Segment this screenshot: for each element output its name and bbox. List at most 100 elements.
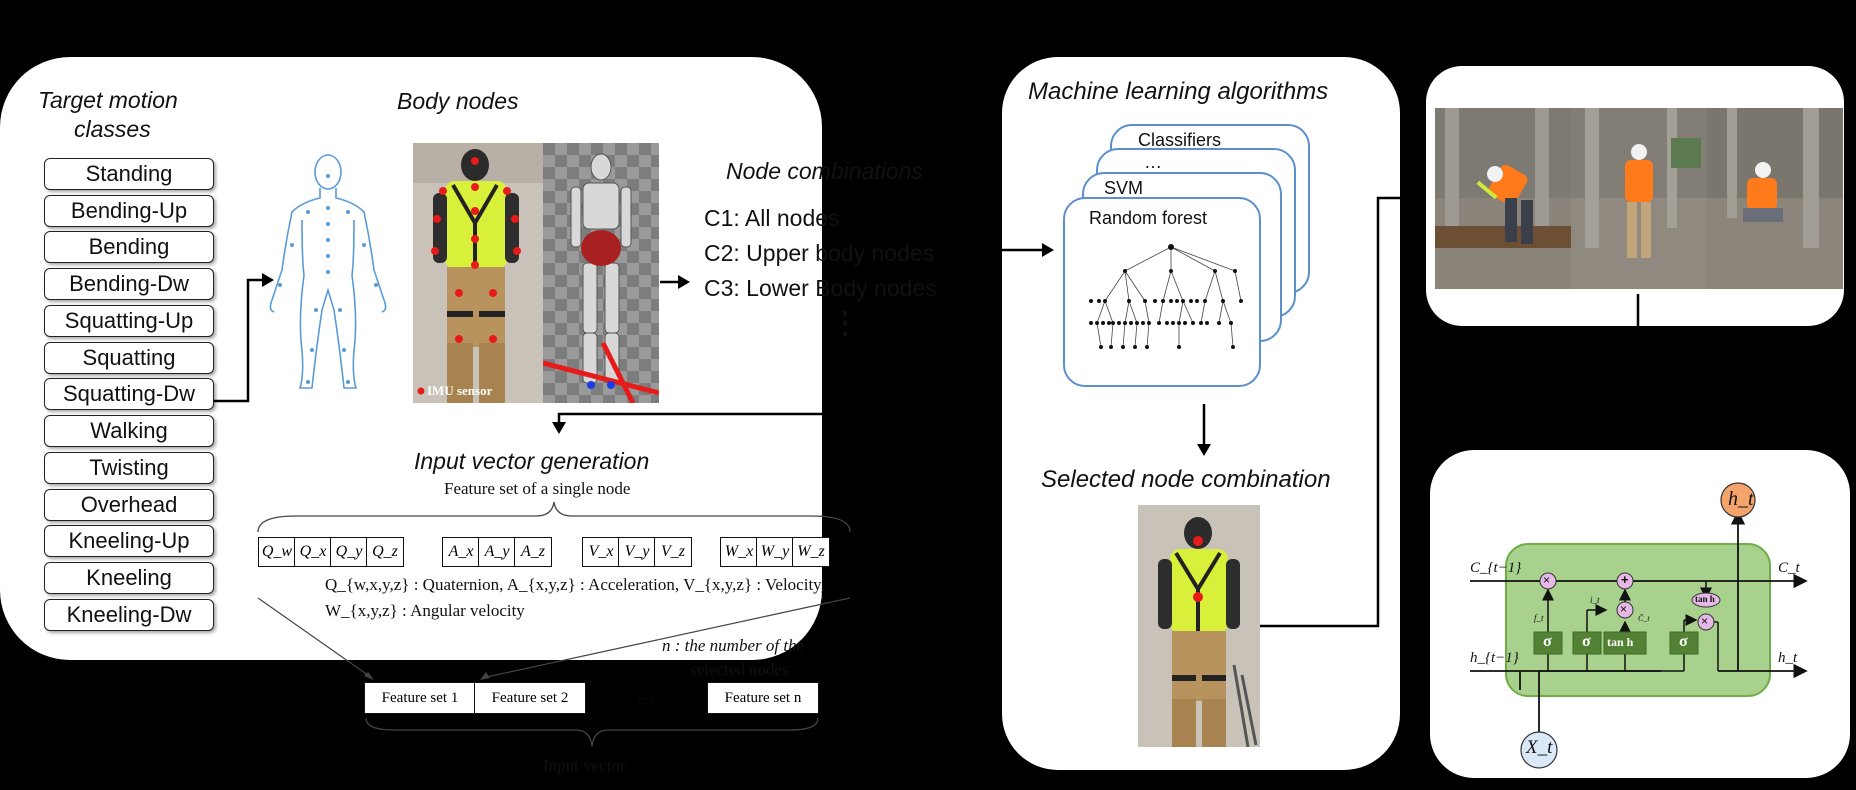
class-item: Walking — [44, 415, 214, 447]
feature-cell-az: A_z — [514, 537, 552, 567]
feature-label: Q_w — [261, 543, 293, 560]
ml-card-label: … — [1144, 152, 1162, 172]
funnel-lines — [257, 597, 851, 680]
class-item: Bending — [44, 231, 214, 263]
arrow-combinations-to-ml — [998, 243, 1054, 257]
feature-legend-line1: Q_{w,x,y,z} : Quaternion, A_{x,y,z} : Ac… — [325, 575, 825, 594]
connector-selected-to-photos — [1260, 196, 1410, 628]
feature-cell-qy: Q_y — [330, 537, 368, 567]
class-item: Bending-Up — [44, 195, 214, 227]
body-nodes-title: Body nodes — [397, 88, 519, 114]
ml-card-label: Random forest — [1089, 208, 1208, 228]
feature-label: Q_z — [372, 543, 398, 560]
feature-set-label: Feature set n — [724, 689, 802, 706]
combination-c3: C3: Lower Body nodes — [704, 275, 937, 301]
human-outline-figure — [269, 154, 387, 389]
lstm-gate-input: σ — [1582, 633, 1591, 650]
arrow-classes-to-figure — [214, 273, 274, 403]
feature-label: W_y — [760, 543, 790, 560]
lstm-c-prev: C_{t−1} — [1470, 560, 1522, 576]
lstm-f-t: f_t — [1534, 613, 1544, 623]
feature-cell-qw: Q_w — [258, 537, 296, 567]
feature-cell-vx: V_x — [582, 537, 620, 567]
target-classes-title-2: classes — [74, 116, 151, 143]
feature-set-ellipsis: … — [637, 684, 655, 704]
connector-input-to-ml — [852, 618, 1002, 622]
class-item: Twisting — [44, 452, 214, 484]
feature-cell-qz: Q_z — [366, 537, 404, 567]
feature-cell-wz: W_z — [792, 537, 830, 567]
input-vector-title: Input vector generation — [414, 448, 650, 474]
feature-cell-vz: V_z — [654, 537, 692, 567]
selected-combination-title: Selected node combination — [1041, 466, 1331, 493]
selected-worker-photo — [1138, 505, 1260, 747]
imu-worker-photo: IMU sensor — [413, 143, 543, 403]
imu-sensor-legend: IMU sensor — [427, 383, 493, 398]
lstm-op-multiply-input: × — [1620, 602, 1628, 616]
feature-set-n: Feature set n — [707, 682, 819, 714]
feature-cell-vy: V_y — [618, 537, 656, 567]
input-vector-label: Input vector — [543, 756, 626, 775]
target-classes-title-line1: Target motion — [38, 87, 178, 113]
lstm-tanh-op: tan h — [1695, 594, 1715, 604]
feature-legend-line2: W_{x,y,z} : Angular velocity — [325, 601, 525, 620]
feature-cell-ay: A_y — [478, 537, 516, 567]
ml-card-label: SVM — [1104, 178, 1144, 198]
feature-cell-wy: W_y — [756, 537, 794, 567]
combination-c1: C1: All nodes — [704, 205, 840, 231]
class-item: Squatting-Dw — [44, 378, 214, 410]
avatar-render — [543, 143, 659, 403]
lstm-op-multiply-forget: × — [1543, 573, 1551, 587]
lstm-op-multiply-output: × — [1701, 614, 1709, 628]
site-photo-squatting — [1707, 108, 1843, 289]
feature-cell-wx: W_x — [720, 537, 758, 567]
feature-set-label: Feature set 1 — [381, 689, 459, 706]
lstm-c-tilde: C̃_t — [1638, 614, 1650, 623]
node-combinations-title: Node combinations — [726, 158, 923, 184]
feature-cell-qx: Q_x — [294, 537, 332, 567]
class-item: Bending-Dw — [44, 268, 214, 300]
feature-label: W_x — [724, 543, 754, 560]
feature-label: V_y — [624, 543, 650, 560]
feature-brace-top — [257, 501, 851, 533]
feature-set-label: Feature set 2 — [491, 689, 569, 706]
arrow-combinations-to-input — [552, 368, 843, 434]
feature-label: Q_y — [335, 543, 363, 560]
feature-label: V_z — [661, 543, 685, 560]
feature-set-1: Feature set 1 — [364, 682, 476, 714]
lstm-gate-candidate: tan h — [1607, 635, 1634, 649]
feature-label: A_x — [448, 543, 474, 560]
class-item: Kneeling-Dw — [44, 599, 214, 631]
lstm-h-prev: h_{t−1} — [1470, 650, 1519, 666]
lstm-op-add: + — [1621, 572, 1629, 587]
arrow-photo-to-combinations — [660, 275, 690, 289]
class-item: Overhead — [44, 489, 214, 521]
class-item: Standing — [44, 158, 214, 190]
lstm-h-t-out: h_t — [1778, 650, 1798, 666]
lstm-cell-diagram — [1470, 482, 1808, 769]
lstm-i-t: i_t — [1590, 595, 1600, 605]
lstm-x-t: X_t — [1526, 737, 1553, 758]
class-item: Kneeling-Up — [44, 525, 214, 557]
feature-label: A_y — [484, 543, 510, 560]
feature-label: W_z — [797, 543, 825, 560]
site-photo-standing — [1571, 108, 1707, 289]
combination-c2: C2: Upper body nodes — [704, 240, 935, 266]
lstm-gate-output: σ — [1679, 633, 1688, 650]
feature-label: V_x — [588, 543, 614, 560]
ml-card-random-forest: Random forest — [1063, 197, 1261, 387]
lstm-c-t: C_t — [1778, 560, 1800, 576]
single-node-caption: Feature set of a single node — [444, 479, 631, 498]
feature-cell-ax: A_x — [442, 537, 480, 567]
lstm-h-t-top: h_t — [1728, 488, 1754, 510]
ml-title: Machine learning algorithms — [1028, 78, 1329, 105]
target-classes-title-line2: classes — [74, 116, 151, 142]
n-note-line2: selected nodes — [690, 660, 789, 679]
class-item: Squatting-Up — [44, 305, 214, 337]
target-classes-title: Target motion — [38, 87, 178, 114]
n-note-line1: n : the number of the — [662, 636, 805, 655]
input-vector-brace — [365, 717, 819, 747]
combination-more-ellipsis: ⋮ — [830, 307, 860, 340]
class-item: Kneeling — [44, 562, 214, 594]
